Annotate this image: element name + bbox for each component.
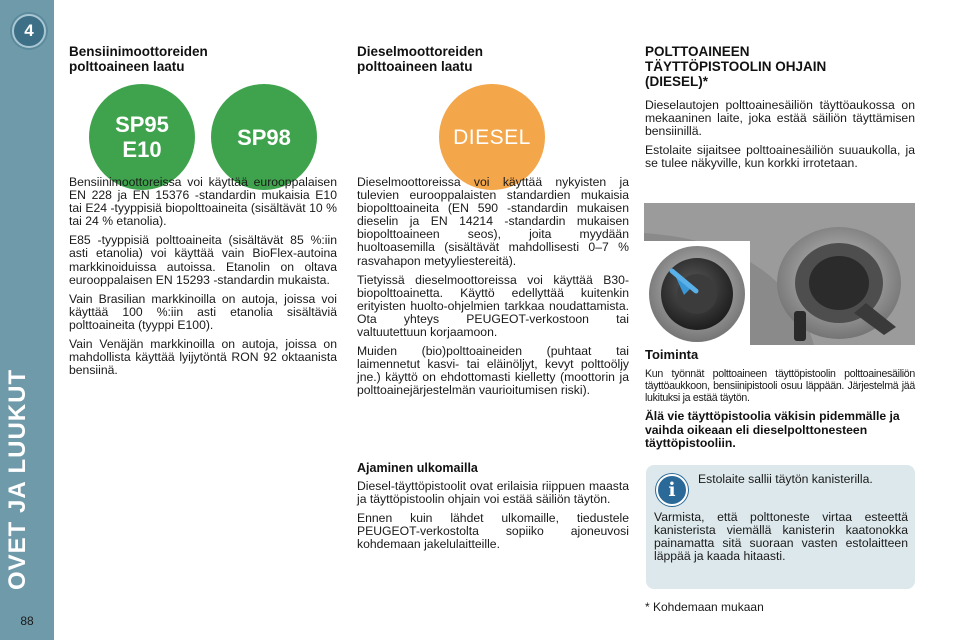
- warning-text: Älä vie täyttöpistoolia väkisin pidemmäl…: [645, 409, 900, 451]
- petrol-paragraph: Bensiinimoottoreissa voi käyttää euroopp…: [69, 175, 337, 229]
- info-text-1: Estolaite sallii täytön kanisterilla.: [698, 472, 873, 486]
- misfuel-heading: POLTTOAINEEN TÄYTTÖPISTOOLIN OHJAIN (DIE…: [645, 44, 917, 89]
- diesel-badge: DIESEL: [439, 84, 545, 190]
- petrol-paragraph: E85 -tyyppisiä polttoaineita (sisältävät…: [69, 233, 337, 287]
- misfuel-paragraph: Dieselautojen polttoainesäiliön täyttöau…: [645, 98, 915, 139]
- footnote: * Kohdemaan mukaan: [645, 600, 764, 614]
- sp95-label: SP95: [115, 112, 169, 137]
- info-text-2-wrap: Varmista, että polttoneste virtaa esteet…: [654, 510, 908, 569]
- operation-text: Kun työnnät polttoaineen täyttöpistoolin…: [645, 368, 915, 404]
- diesel-heading-line1: Dieselmoottoreiden: [357, 44, 484, 59]
- chapter-title-vertical: OVET JA LUUKUT: [4, 369, 54, 610]
- chapter-title: OVET JA LUUKUT: [4, 368, 31, 590]
- operation-section: Toiminta Kun työnnät polttoaineen täyttö…: [645, 348, 915, 451]
- page-number: 88: [20, 614, 34, 628]
- e10-label: E10: [122, 137, 162, 162]
- fuel-filler-photo: [644, 203, 915, 345]
- petrol-heading-line1: Bensiinimoottoreiden: [69, 44, 208, 59]
- petrol-heading: Bensiinimoottoreiden polttoaineen laatu: [69, 44, 337, 74]
- diesel-text: Dieselmoottoreissa voi käyttää nykyisten…: [357, 175, 629, 404]
- info-icon: i: [656, 474, 688, 506]
- misfuel-text: Dieselautojen polttoainesäiliön täyttöau…: [645, 98, 915, 176]
- abroad-paragraph: Diesel-täyttöpistoolit ovat erilaisia ri…: [357, 479, 629, 507]
- chapter-sidebar: [0, 0, 54, 640]
- misfuel-heading-line3: (DIESEL)*: [645, 74, 709, 89]
- diesel-heading: Dieselmoottoreiden polttoaineen laatu: [357, 44, 629, 74]
- info-text-1-wrap: Estolaite sallii täytön kanisterilla.: [698, 472, 908, 492]
- sp98-badge: SP98: [211, 84, 317, 190]
- info-box: [646, 465, 915, 589]
- diesel-heading-line2: polttoaineen laatu: [357, 59, 473, 74]
- info-text-2: Varmista, että polttoneste virtaa esteet…: [654, 510, 908, 564]
- misfuel-heading-line1: POLTTOAINEEN: [645, 44, 750, 59]
- diesel-label: DIESEL: [453, 125, 531, 149]
- misfuel-heading-line2: TÄYTTÖPISTOOLIN OHJAIN: [645, 59, 827, 74]
- operation-heading: Toiminta: [645, 347, 699, 362]
- fuel-filler-illustration: [644, 203, 915, 345]
- abroad-section: Ajaminen ulkomailla Diesel-täyttöpistool…: [357, 461, 629, 557]
- diesel-paragraph: Muiden (bio)polttoaineiden (puhtaat tai …: [357, 344, 629, 398]
- petrol-heading-line2: polttoaineen laatu: [69, 59, 185, 74]
- diesel-paragraph: Dieselmoottoreissa voi käyttää nykyisten…: [357, 175, 629, 268]
- sp98-label: SP98: [237, 124, 291, 150]
- chapter-number-badge: 4: [12, 14, 46, 48]
- abroad-paragraph: Ennen kuin lähdet ulkomaille, tiedustele…: [357, 511, 629, 552]
- petrol-text: Bensiinimoottoreissa voi käyttää euroopp…: [69, 175, 337, 383]
- misfuel-paragraph: Estolaite sijaitsee polttoainesäiliön su…: [645, 143, 915, 171]
- footnote-wrap: * Kohdemaan mukaan: [645, 600, 915, 620]
- diesel-paragraph: Tietyissä dieselmoottoreissa voi käyttää…: [357, 272, 629, 340]
- petrol-paragraph: Vain Brasilian markkinoilla on autoja, j…: [69, 291, 337, 332]
- petrol-paragraph: Vain Venäjän markkinoilla on autoja, joi…: [69, 337, 337, 378]
- abroad-heading: Ajaminen ulkomailla: [357, 461, 478, 475]
